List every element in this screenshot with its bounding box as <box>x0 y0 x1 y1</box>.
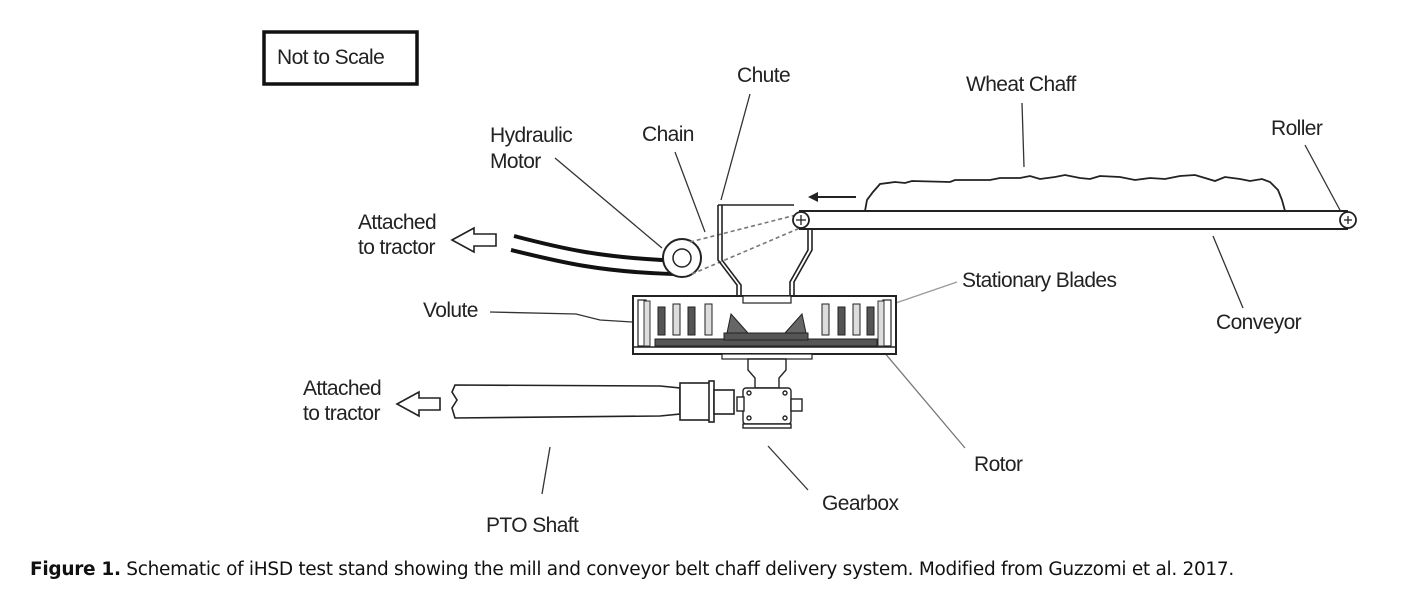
leader-chain <box>674 151 706 233</box>
gearbox <box>736 358 803 429</box>
leader-hydraulic-motor <box>554 157 663 249</box>
leader-conveyor <box>1212 235 1244 309</box>
label-roller: Roller <box>1271 117 1323 140</box>
label-attached-top-1: Attached <box>358 211 436 234</box>
conveyor-belt <box>792 210 1357 230</box>
chute <box>717 204 813 300</box>
label-hydraulic-motor-1: Hydraulic <box>490 124 572 147</box>
label-rotor: Rotor <box>974 453 1023 476</box>
leader-wheat-chaff <box>1021 102 1025 168</box>
arrow-left-icon <box>450 226 497 254</box>
direction-arrow-icon <box>808 192 856 202</box>
label-conveyor: Conveyor <box>1216 311 1302 334</box>
hydraulic-motor <box>662 238 702 278</box>
arrow-left-icon <box>395 390 441 418</box>
leader-stationary-blades <box>889 281 958 306</box>
caption-text: Schematic of iHSD test stand showing the… <box>120 559 1234 580</box>
wheat-chaff-pile <box>864 174 1286 212</box>
label-pto-shaft: PTO Shaft <box>486 514 579 537</box>
leader-lines <box>489 93 1342 495</box>
leader-roller <box>1304 144 1342 213</box>
figure-caption: Figure 1. Schematic of iHSD test stand s… <box>30 559 1234 580</box>
scale-note-box: Not to Scale <box>262 30 419 86</box>
leader-volute <box>489 311 633 323</box>
scale-note-text: Not to Scale <box>277 46 384 69</box>
hydraulic-hoses <box>510 234 683 276</box>
pto-shaft <box>451 380 735 423</box>
leader-rotor <box>877 344 966 449</box>
label-attached-bottom-1: Attached <box>303 377 381 400</box>
chain <box>689 214 801 275</box>
caption-label: Figure 1. <box>30 559 121 580</box>
schematic-diagram: Not to Scale Chute Wheat Chaff Roller Hy… <box>262 30 1357 537</box>
rotor <box>654 312 878 347</box>
label-hydraulic-motor-2: Motor <box>490 150 541 173</box>
stationary-blades <box>657 303 875 336</box>
leader-chute <box>720 93 751 201</box>
leader-pto-shaft <box>541 446 551 495</box>
label-attached-top-2: to tractor <box>358 236 435 259</box>
label-stationary-blades: Stationary Blades <box>962 269 1116 292</box>
label-wheat-chaff: Wheat Chaff <box>966 73 1077 96</box>
label-attached-bottom-2: to tractor <box>303 402 380 425</box>
label-gearbox: Gearbox <box>822 492 899 515</box>
label-volute: Volute <box>423 299 478 322</box>
label-chute: Chute <box>737 64 790 87</box>
leader-gearbox <box>767 445 809 491</box>
label-chain: Chain <box>642 123 694 146</box>
